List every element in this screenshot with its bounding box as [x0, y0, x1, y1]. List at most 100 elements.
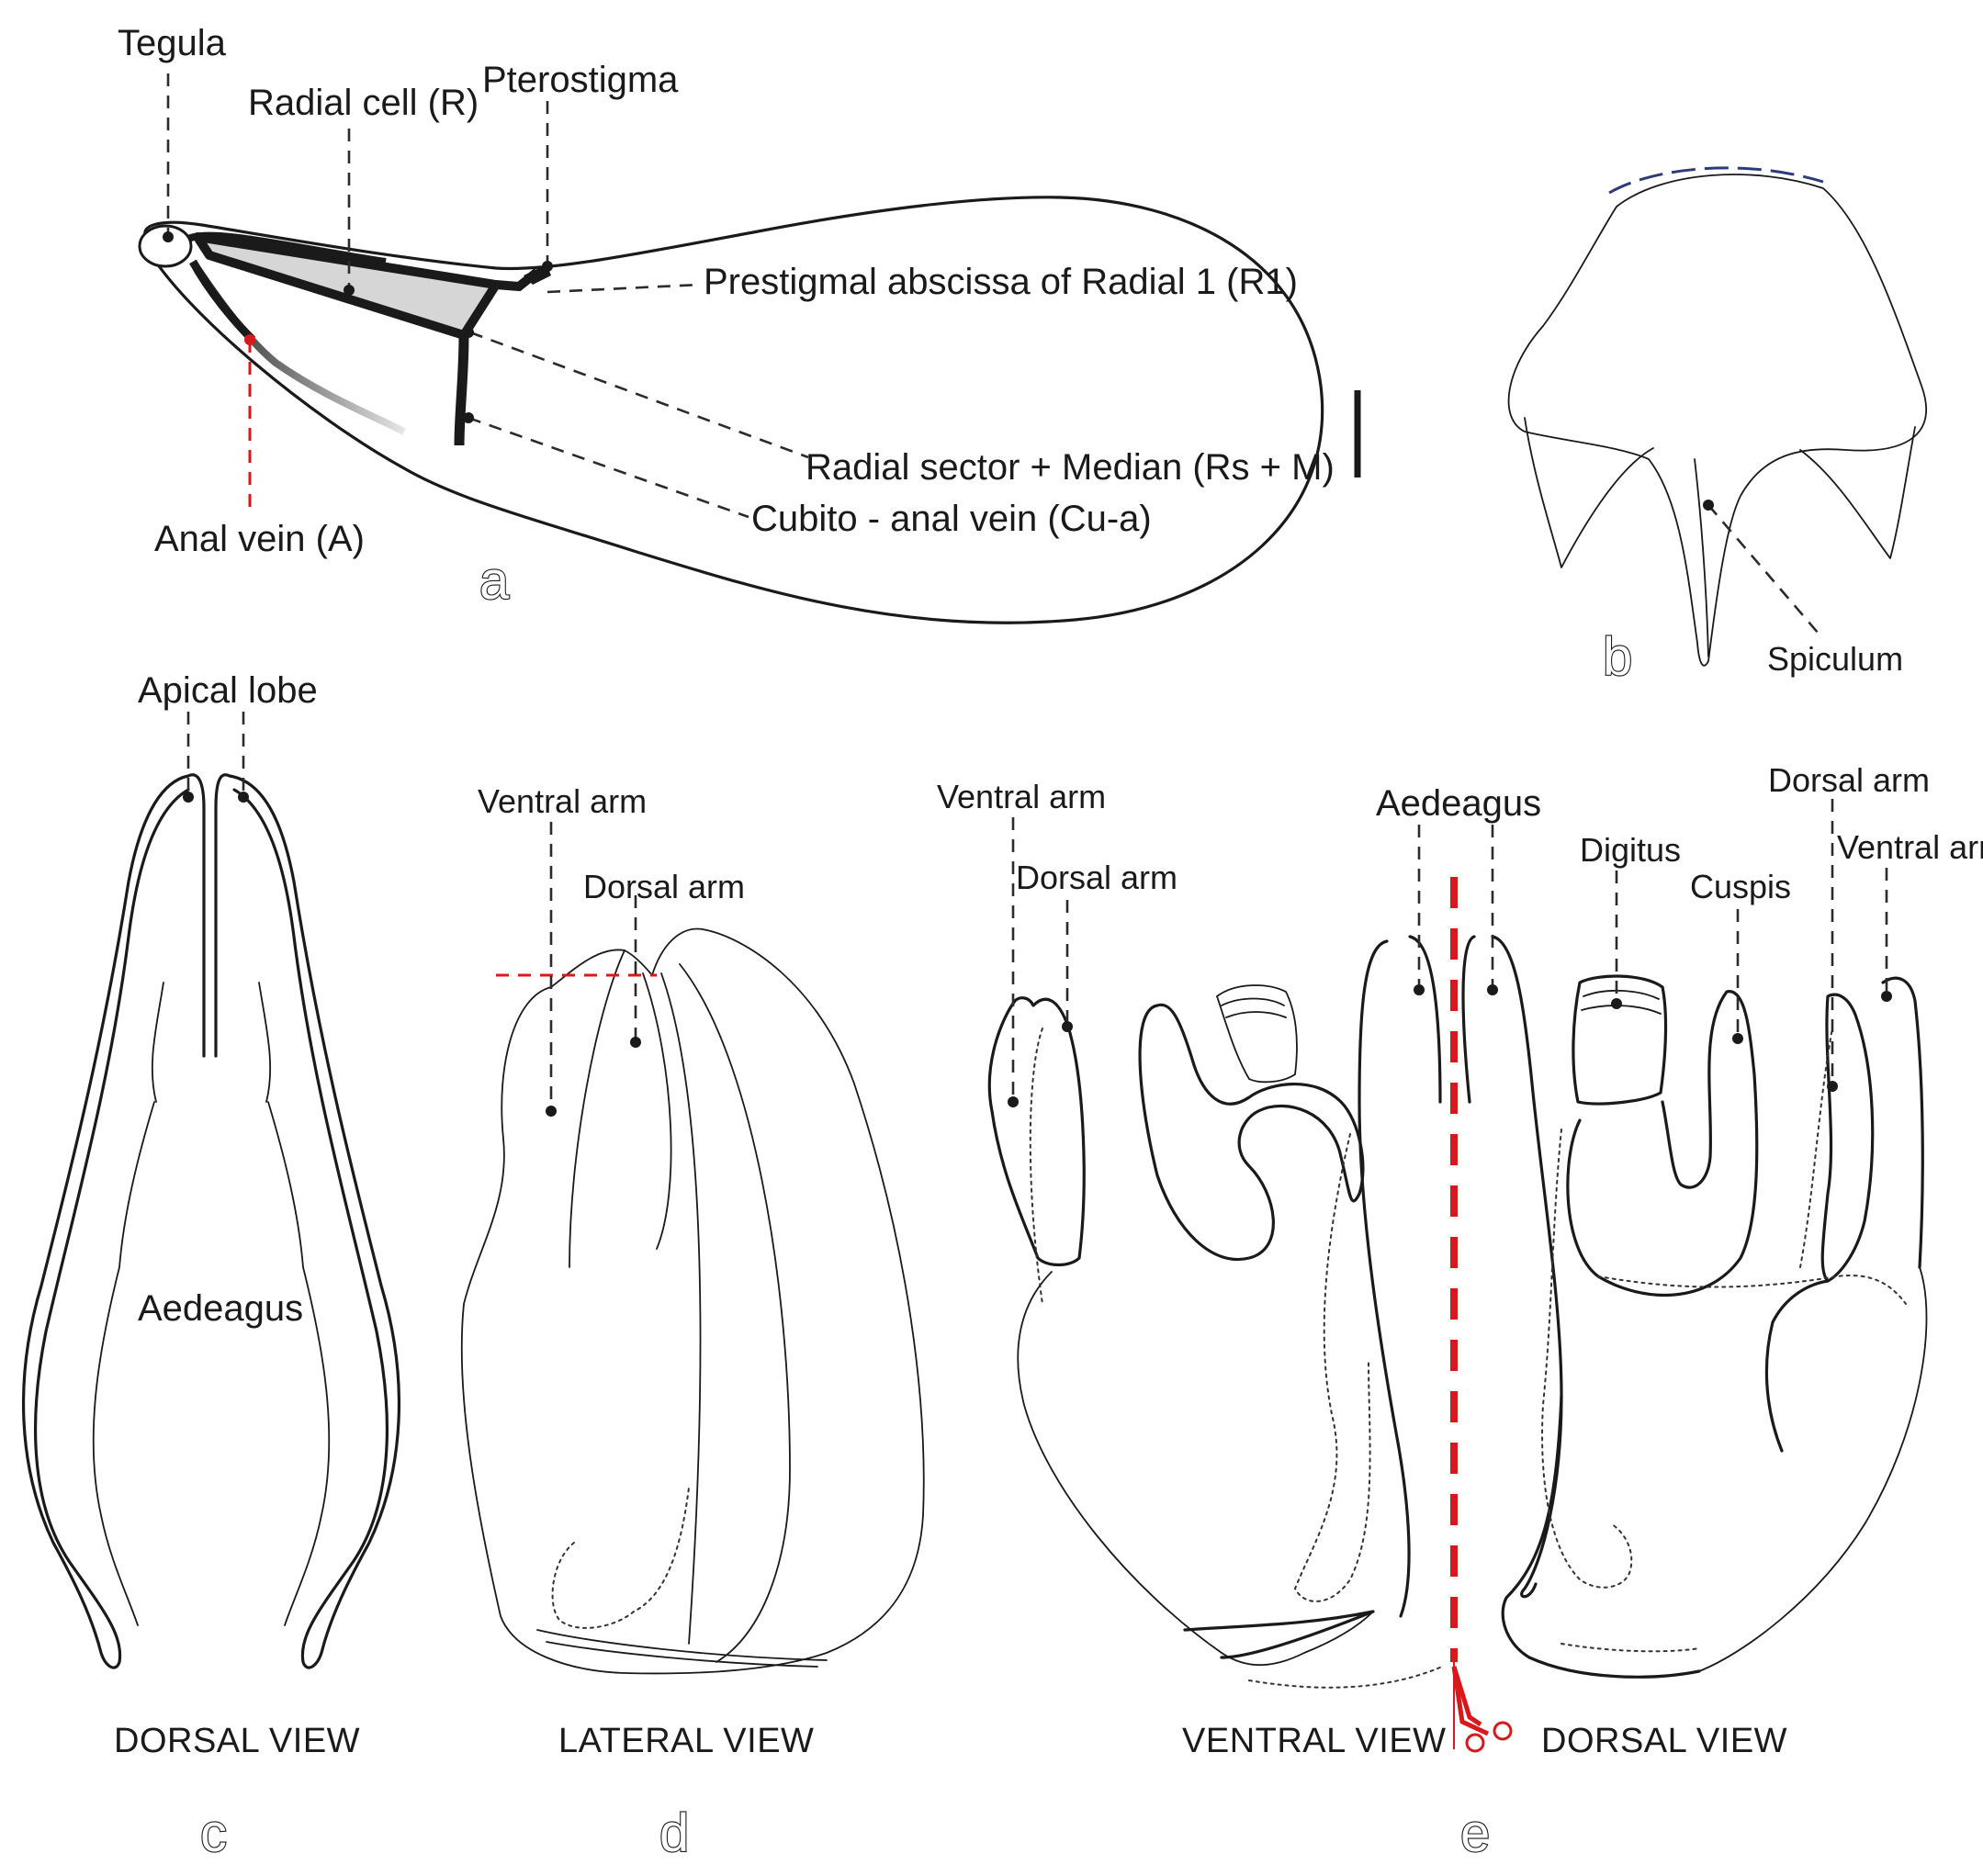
e-right-digitus-ridges	[1581, 989, 1662, 1015]
tegula-shape	[138, 224, 193, 268]
lateral-base-2	[546, 1641, 818, 1668]
dot-cuspis	[1732, 1033, 1743, 1044]
view-label-e-right: DORSAL VIEW	[1541, 1722, 1787, 1760]
view-label-c: DORSAL VIEW	[114, 1722, 360, 1760]
aedeagus-inner-left	[92, 1101, 155, 1626]
panel-letter-e: e	[1460, 1803, 1490, 1863]
dot-digitus	[1611, 998, 1622, 1009]
e-right-aedeagus	[1491, 935, 1563, 1599]
plate-lobe-right	[1799, 426, 1916, 559]
e-right-dorsal-arm	[1820, 993, 1875, 1283]
lateral-hook-dotted	[551, 1487, 690, 1629]
label-apical-lobe: Apical lobe	[138, 670, 318, 711]
e-left-aedeagus	[1358, 939, 1411, 1618]
lateral-fold-3	[660, 972, 702, 1645]
leader-spiculum	[1707, 504, 1820, 635]
label-aedeagus-e: Aedeagus	[1376, 783, 1541, 824]
leader-prestigmal	[546, 283, 701, 294]
genitalia-outline-right	[228, 774, 401, 1669]
aedeagus-shade-right	[258, 982, 272, 1103]
panel-c-dorsal: Apical lobe Aedeagus DORSAL VIEW c	[21, 670, 401, 1864]
view-label-d: LATERAL VIEW	[558, 1722, 814, 1760]
label-ventral-arm-d: Ventral arm	[478, 782, 647, 820]
dot-radial-cell	[344, 285, 355, 296]
label-digitus: Digitus	[1580, 831, 1681, 869]
lateral-fold-2	[642, 972, 672, 1250]
panel-letter-b: b	[1603, 627, 1632, 687]
dot-pterostigma	[542, 261, 553, 272]
panel-a-wing: Tegula Radial cell (R) Pterostigma Prest…	[118, 23, 1361, 624]
wing-outline	[143, 196, 1324, 624]
dot-aedeagus-e-right	[1487, 984, 1498, 995]
spiculum-rod	[1694, 458, 1709, 657]
e-left-inner-dotted-1	[1293, 1133, 1371, 1602]
panel-letter-c: c	[200, 1803, 227, 1863]
dot-ventral-arm-e-right	[1881, 991, 1892, 1002]
panel-letter-d: d	[659, 1803, 689, 1863]
dorsal-margin-dashes	[1608, 166, 1824, 195]
label-rs-m: Radial sector + Median (Rs + M)	[806, 447, 1335, 488]
e-right-inner-dotted-1	[1541, 1129, 1633, 1589]
dot-ventral-arm-e-left	[1008, 1096, 1019, 1107]
e-left-basal-body	[1017, 1271, 1374, 1667]
e-right-aedeagus-inner	[1461, 935, 1476, 1104]
label-aedeagus-c: Aedeagus	[138, 1288, 303, 1329]
e-right-cuspis	[1566, 990, 1759, 1297]
anal-vein-dark	[189, 259, 256, 343]
lateral-outer	[460, 927, 925, 1675]
aedeagus-shade-left	[151, 982, 164, 1103]
label-ventral-arm-e-right: Ventral arm	[1837, 828, 1983, 866]
label-spiculum: Spiculum	[1767, 640, 1903, 678]
e-left-ventral-arm	[987, 996, 1086, 1267]
e-right-ventral-arm	[1881, 976, 1924, 1269]
dot-aedeagus-e-left	[1414, 984, 1425, 995]
label-pterostigma: Pterostigma	[482, 60, 679, 100]
view-label-e-left: VENTRAL VIEW	[1182, 1722, 1447, 1760]
scissors-icon	[1451, 1666, 1513, 1753]
dot-tegula	[163, 231, 174, 242]
dot-dorsal-arm-e-left	[1062, 1021, 1073, 1032]
e-left-inner-dotted-2	[1248, 1666, 1443, 1689]
label-ventral-arm-e-left: Ventral arm	[937, 778, 1106, 815]
e-right-basal-body	[1501, 1394, 1701, 1679]
leader-rs-m	[469, 331, 809, 459]
dot-apical-lobe-left	[183, 792, 194, 803]
lateral-fold-4	[679, 963, 791, 1663]
dot-anal-vein	[244, 334, 255, 345]
plate-outline	[1507, 174, 1927, 667]
leader-cu-a	[468, 416, 749, 519]
dot-spiculum	[1703, 500, 1714, 511]
e-right-ventral-arm-2	[1764, 1279, 1830, 1453]
e-right-inner-dotted-2	[1597, 1275, 1907, 1305]
genitalia-outline-left	[21, 774, 190, 1669]
panel-e-ventral-dorsal: Ventral arm Dorsal arm Aedeagus Digitus …	[937, 761, 1983, 1864]
label-cu-a: Cubito - anal vein (Cu-a)	[751, 499, 1152, 539]
e-right-outer	[1698, 1266, 1928, 1672]
dot-cu-a	[463, 412, 474, 423]
e-left-plate	[1183, 1610, 1375, 1659]
panel-letter-a: a	[479, 551, 510, 611]
lateral-base-1	[536, 1629, 828, 1661]
dot-apical-lobe-right	[238, 792, 249, 803]
e-left-clasp	[1138, 1003, 1365, 1262]
lateral-fold-1	[569, 949, 625, 1268]
panel-d-lateral: Ventral arm Dorsal arm LATERAL VIEW d	[460, 782, 925, 1864]
label-cuspis: Cuspis	[1690, 868, 1791, 905]
costal-vein	[186, 231, 387, 265]
plate-lobe-left	[1524, 417, 1654, 568]
e-right-inner-dotted-3	[1560, 1643, 1700, 1653]
e-right-inner-dotted-4	[1799, 1028, 1833, 1268]
vein-r1-stem	[454, 334, 469, 446]
label-dorsal-arm-e-left: Dorsal arm	[1016, 859, 1177, 896]
label-tegula: Tegula	[118, 23, 227, 63]
dot-rs-m	[463, 327, 474, 338]
dot-dorsal-arm-d	[630, 1037, 641, 1048]
e-digitus-left-ridges	[1221, 997, 1287, 1018]
label-prestigmal: Prestigmal abscissa of Radial 1 (R1)	[704, 262, 1298, 302]
label-dorsal-arm-e-right: Dorsal arm	[1768, 761, 1930, 799]
e-left-arm-inner-dotted	[1029, 1028, 1043, 1305]
aedeagus-inner-right	[267, 1101, 331, 1626]
apical-lobe-right	[214, 773, 231, 1058]
dot-dorsal-arm-e-right	[1827, 1081, 1838, 1092]
